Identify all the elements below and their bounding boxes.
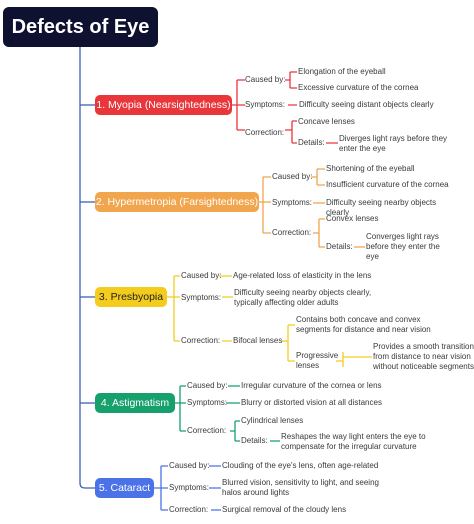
myopia-details-label: Details:: [298, 138, 325, 147]
myopia-correction-label: Correction:: [245, 128, 285, 137]
cataract-branches: [154, 465, 168, 511]
astigmatism-links: [226, 385, 240, 404]
myopia-branches: [232, 79, 245, 131]
presbyopia-progressive-details-3: without noticeable segments: [373, 362, 474, 371]
astigmatism-cause: Irregular curvature of the cornea or len…: [241, 381, 382, 390]
presbyopia-lens: Bifocal lenses: [233, 336, 283, 345]
hypermetropia-cause-1: Shortening of the eyeball: [326, 164, 415, 173]
hypermetropia-symptoms-2: clearly: [326, 208, 350, 217]
presbyopia-progressive-2: lenses: [296, 361, 320, 370]
astigmatism-lens: Cylindrical lenses: [241, 416, 304, 425]
cataract-symptoms-1: Blurred vision, sensitivity to light, an…: [222, 478, 379, 487]
myopia-lens: Concave lenses: [298, 117, 355, 126]
myopia-cause-2: Excessive curvature of the cornea: [298, 83, 419, 92]
presbyopia-progressive-details-1: Provides a smooth transition: [373, 342, 474, 351]
cataract-correction: Surgical removal of the cloudy lens: [222, 505, 347, 514]
presbyopia-caused-label: Caused by:: [181, 271, 222, 280]
cataract-correction-label: Correction:: [169, 505, 209, 514]
astigmatism-details-2: compensate for the irregular curvature: [281, 442, 417, 451]
presbyopia-symptoms-2: typically affecting older adults: [234, 298, 339, 307]
myopia-symptoms-label: Symptoms:: [245, 100, 286, 109]
myopia-caused-label: Caused by:: [245, 75, 286, 84]
hypermetropia-correction-branches: [313, 218, 365, 248]
presbyopia-bifocal-2: segments for distance and near vision: [296, 325, 431, 334]
presbyopia-progressive-1: Progressive: [296, 351, 339, 360]
hypermetropia-cause-branches: [311, 168, 325, 186]
root-node[interactable]: Defects of Eye: [3, 7, 158, 47]
myopia-cause-1: Elongation of the eyeball: [298, 67, 386, 76]
topic-astigmatism[interactable]: 4. Astigmatism: [95, 393, 175, 413]
hypermetropia-cause-2: Insufficient curvature of the cornea: [326, 180, 449, 189]
cataract-caused-label: Caused by:: [169, 461, 210, 470]
myopia-correction-branches: [285, 120, 297, 144]
astigmatism-details-1: Reshapes the way light enters the eye to: [281, 432, 426, 441]
myopia-details-1: Diverges light rays before they: [339, 134, 448, 143]
cataract-links: [209, 465, 221, 511]
presbyopia-correction-label: Correction:: [181, 336, 221, 345]
astigmatism-symptoms: Blurry or distorted vision at all distan…: [241, 398, 382, 407]
cataract-symptoms-label: Symptoms:: [169, 483, 210, 492]
hypermetropia-details-2: before they enter the: [366, 242, 440, 251]
hypermetropia-correction-label: Correction:: [272, 228, 312, 237]
hypermetropia-symptoms-label: Symptoms:: [272, 198, 313, 207]
hypermetropia-symptoms-1: Difficulty seeing nearby objects: [326, 198, 437, 207]
topic-myopia[interactable]: 1. Myopia (Nearsightedness): [95, 95, 232, 115]
astigmatism-symptoms-label: Symptoms:: [187, 398, 228, 407]
presbyopia-symptoms-1: Difficulty seeing nearby objects clearly…: [234, 288, 372, 297]
cataract-cause: Clouding of the eye's lens, often age-re…: [222, 461, 379, 470]
presbyopia-links: [219, 275, 233, 342]
presbyopia-symptoms-label: Symptoms:: [181, 293, 222, 302]
astigmatism-caused-label: Caused by:: [187, 381, 228, 390]
presbyopia-progressive-details-2: from distance to near vision: [373, 352, 471, 361]
presbyopia-cause: Age-related loss of elasticity in the le…: [233, 271, 372, 280]
myopia-detail-links: [288, 104, 338, 144]
hypermetropia-caused-label: Caused by:: [272, 172, 313, 181]
astigmatism-branches: [175, 385, 186, 432]
astigmatism-correction-label: Correction:: [187, 426, 227, 435]
astigmatism-details-label: Details:: [241, 436, 268, 445]
presbyopia-branches: [167, 275, 180, 342]
presbyopia-bifocal-1: Contains both concave and convex: [296, 315, 421, 324]
topic-hypermetropia[interactable]: 2. Hypermetropia (Farsightedness): [95, 192, 259, 212]
hypermetropia-details-label: Details:: [326, 242, 353, 251]
presbyopia-lens-branches: [282, 324, 372, 367]
hypermetropia-branches: [259, 176, 271, 234]
cataract-symptoms-2: halos around lights: [222, 488, 290, 497]
myopia-details-2: enter the eye: [339, 144, 386, 153]
topic-cataract[interactable]: 5. Cataract: [95, 478, 154, 498]
spine-line: [79, 47, 95, 489]
myopia-cause-branches: [285, 71, 297, 89]
hypermetropia-lens: Convex lenses: [326, 214, 379, 223]
astigmatism-correction-branches: [230, 420, 280, 442]
hypermetropia-details-3: eye: [366, 252, 379, 261]
myopia-symptoms: Difficulty seeing distant objects clearl…: [299, 100, 434, 109]
topic-presbyopia[interactable]: 3. Presbyopia: [95, 287, 167, 307]
hypermetropia-details-1: Converges light rays: [366, 232, 439, 241]
